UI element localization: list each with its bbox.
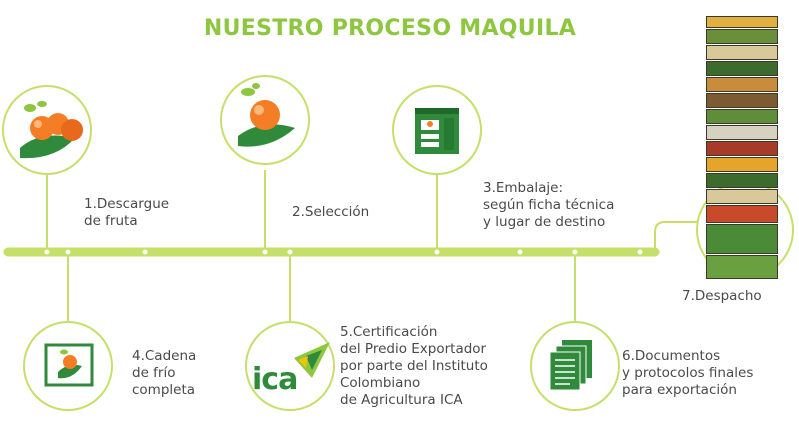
documents-icon — [549, 340, 592, 391]
fruit-icon — [20, 101, 83, 159]
page-title: NUESTRO PROCESO MAQUILA — [203, 16, 577, 41]
packing-box-icon — [415, 108, 459, 154]
connector-step-7 — [654, 221, 700, 252]
cold-chain-box-icon — [44, 343, 94, 387]
step-7-label: 7.Despacho — [682, 288, 762, 304]
step-3-label: 3.Embalaje: según ficha técnica y lugar … — [483, 180, 615, 230]
step-6-label: 6.Documentos y protocolos finales para e… — [622, 348, 754, 398]
step-2-label: 2.Selección — [292, 204, 370, 220]
step-5-label: 5.Certificación del Predio Exportador po… — [340, 324, 488, 408]
step-5-circle — [245, 321, 335, 411]
ica-logo-icon — [294, 342, 330, 378]
fruit-selection-icon — [238, 83, 295, 147]
step-1-label: 1.Descargue de fruta — [84, 196, 170, 229]
pallet-tower-icon — [706, 16, 778, 279]
ica-logo-text: ica — [252, 362, 298, 397]
step-4-label: 4.Cadena de frío completa — [132, 348, 197, 398]
timeline-dots — [44, 249, 643, 255]
